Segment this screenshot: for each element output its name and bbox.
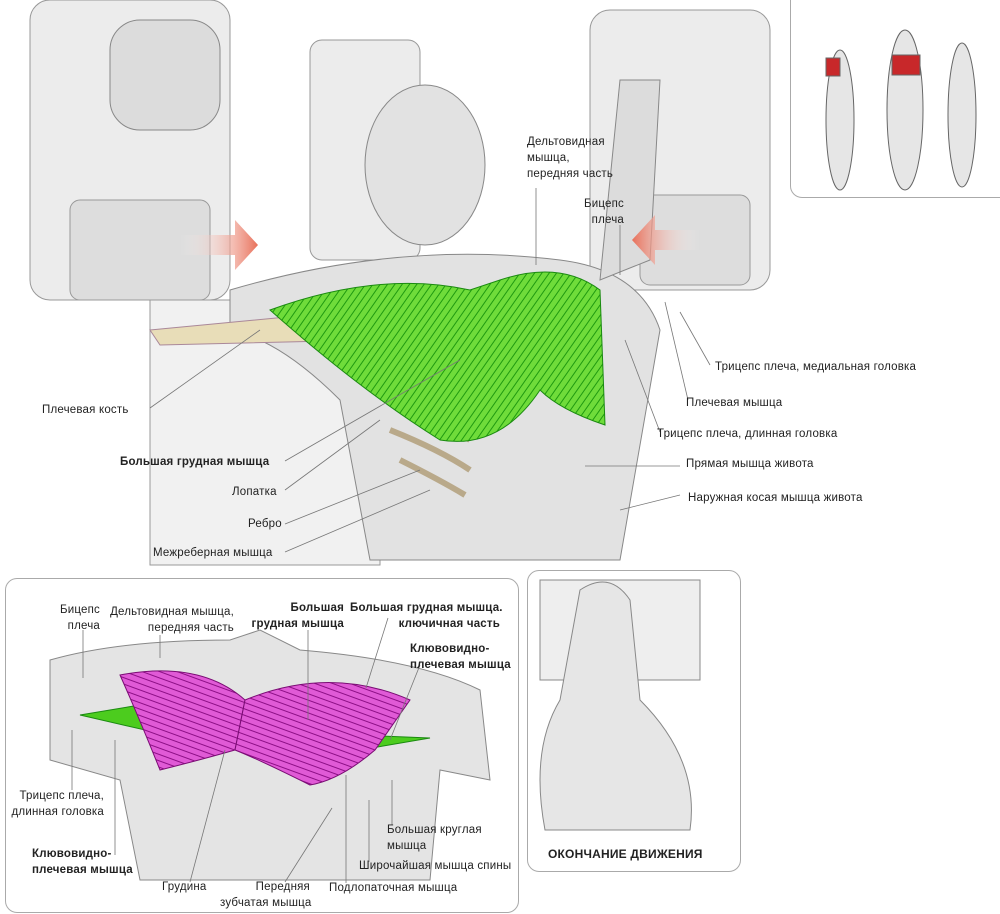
pectoralis-major-highlight xyxy=(269,271,606,442)
label-line: плеча xyxy=(67,620,100,632)
detail-label-coracobrachialis-right: Клювовидно-плечевая мышца xyxy=(410,641,511,673)
end-figure xyxy=(539,579,701,831)
label-deltoid: Дельтовидная мышца, передняя часть xyxy=(527,134,613,182)
label-biceps: Бицепс плеча xyxy=(570,196,624,228)
detail-label-biceps: Бицепс плеча xyxy=(40,602,100,634)
label-line: Бицепс xyxy=(59,604,100,616)
detail-label-subscapularis: Подлопаточная мышца xyxy=(329,882,458,894)
detail-label-pec-major: Большая грудная мышца xyxy=(240,600,344,632)
label-line: Бицепс xyxy=(583,198,624,210)
label-rectus-abdominis: Прямая мышца живота xyxy=(686,458,814,470)
label-brachialis: Плечевая мышца xyxy=(686,397,783,409)
end-movement-panel xyxy=(527,570,741,872)
detail-panel xyxy=(5,578,519,913)
label-line: мышца xyxy=(387,840,427,852)
arrow-right-icon xyxy=(180,220,258,270)
label-external-oblique: Наружная косая мышца живота xyxy=(688,492,863,504)
label-line: Большая грудная мышца. xyxy=(350,602,503,614)
label-line: Дельтовидная мышца, xyxy=(110,606,234,618)
detail-label-deltoid: Дельтовидная мышца, передняя часть xyxy=(100,604,234,636)
label-line: зубчатая мышца xyxy=(220,897,312,909)
detail-label-coracobrachialis-left: Клювовидно-плечевая мышца xyxy=(32,846,133,878)
pec-left-detail xyxy=(119,670,246,771)
label-line: Клювовидно- xyxy=(32,848,112,860)
label-intercostal: Межреберная мышца xyxy=(153,547,273,559)
label-line: длинная головка xyxy=(11,806,104,818)
label-line: плечевая мышца xyxy=(32,864,133,876)
label-line: плечевая мышца xyxy=(410,659,511,671)
label-triceps-medial: Трицепс плеча, медиальная головка xyxy=(715,361,917,373)
label-triceps-long: Трицепс плеча, длинная головка xyxy=(657,428,838,440)
label-line: Передняя xyxy=(255,881,310,893)
label-line: Трицепс плеча, xyxy=(19,790,104,802)
arrow-left-icon xyxy=(632,215,700,265)
detail-label-triceps: Трицепс плеча, длинная головка xyxy=(10,788,104,820)
label-humerus: Плечевая кость xyxy=(42,404,129,416)
label-line: ключичная часть xyxy=(398,618,500,630)
detail-label-sternum: Грудина xyxy=(162,881,207,893)
label-line: Дельтовидная xyxy=(527,136,605,148)
label-rib: Ребро xyxy=(248,518,282,530)
label-line: Большая круглая xyxy=(387,824,482,836)
label-line: передняя часть xyxy=(147,622,234,634)
pec-right-detail xyxy=(234,682,411,786)
label-line: мышца, xyxy=(527,152,570,164)
label-scapula: Лопатка xyxy=(232,486,277,498)
inset-panel xyxy=(790,0,1000,198)
label-line: Клювовидно- xyxy=(410,643,490,655)
label-pectoralis-major: Большая грудная мышца xyxy=(120,456,270,468)
end-movement-caption: ОКОНЧАНИЕ ДВИЖЕНИЯ xyxy=(548,847,703,861)
label-line: грудная мышца xyxy=(251,618,344,630)
label-line: передняя часть xyxy=(527,168,614,180)
detail-label-clavicular-part: Большая грудная мышца. ключичная часть xyxy=(350,600,503,632)
label-line: плеча xyxy=(591,214,624,226)
detail-label-serratus: Передняя зубчатая мышца xyxy=(220,879,312,911)
label-line: Большая xyxy=(290,602,344,614)
detail-label-teres-major: Большая круглая мышца xyxy=(387,822,482,854)
detail-label-latissimus: Широчайшая мышца спины xyxy=(359,860,512,872)
inset-figures xyxy=(825,29,977,191)
